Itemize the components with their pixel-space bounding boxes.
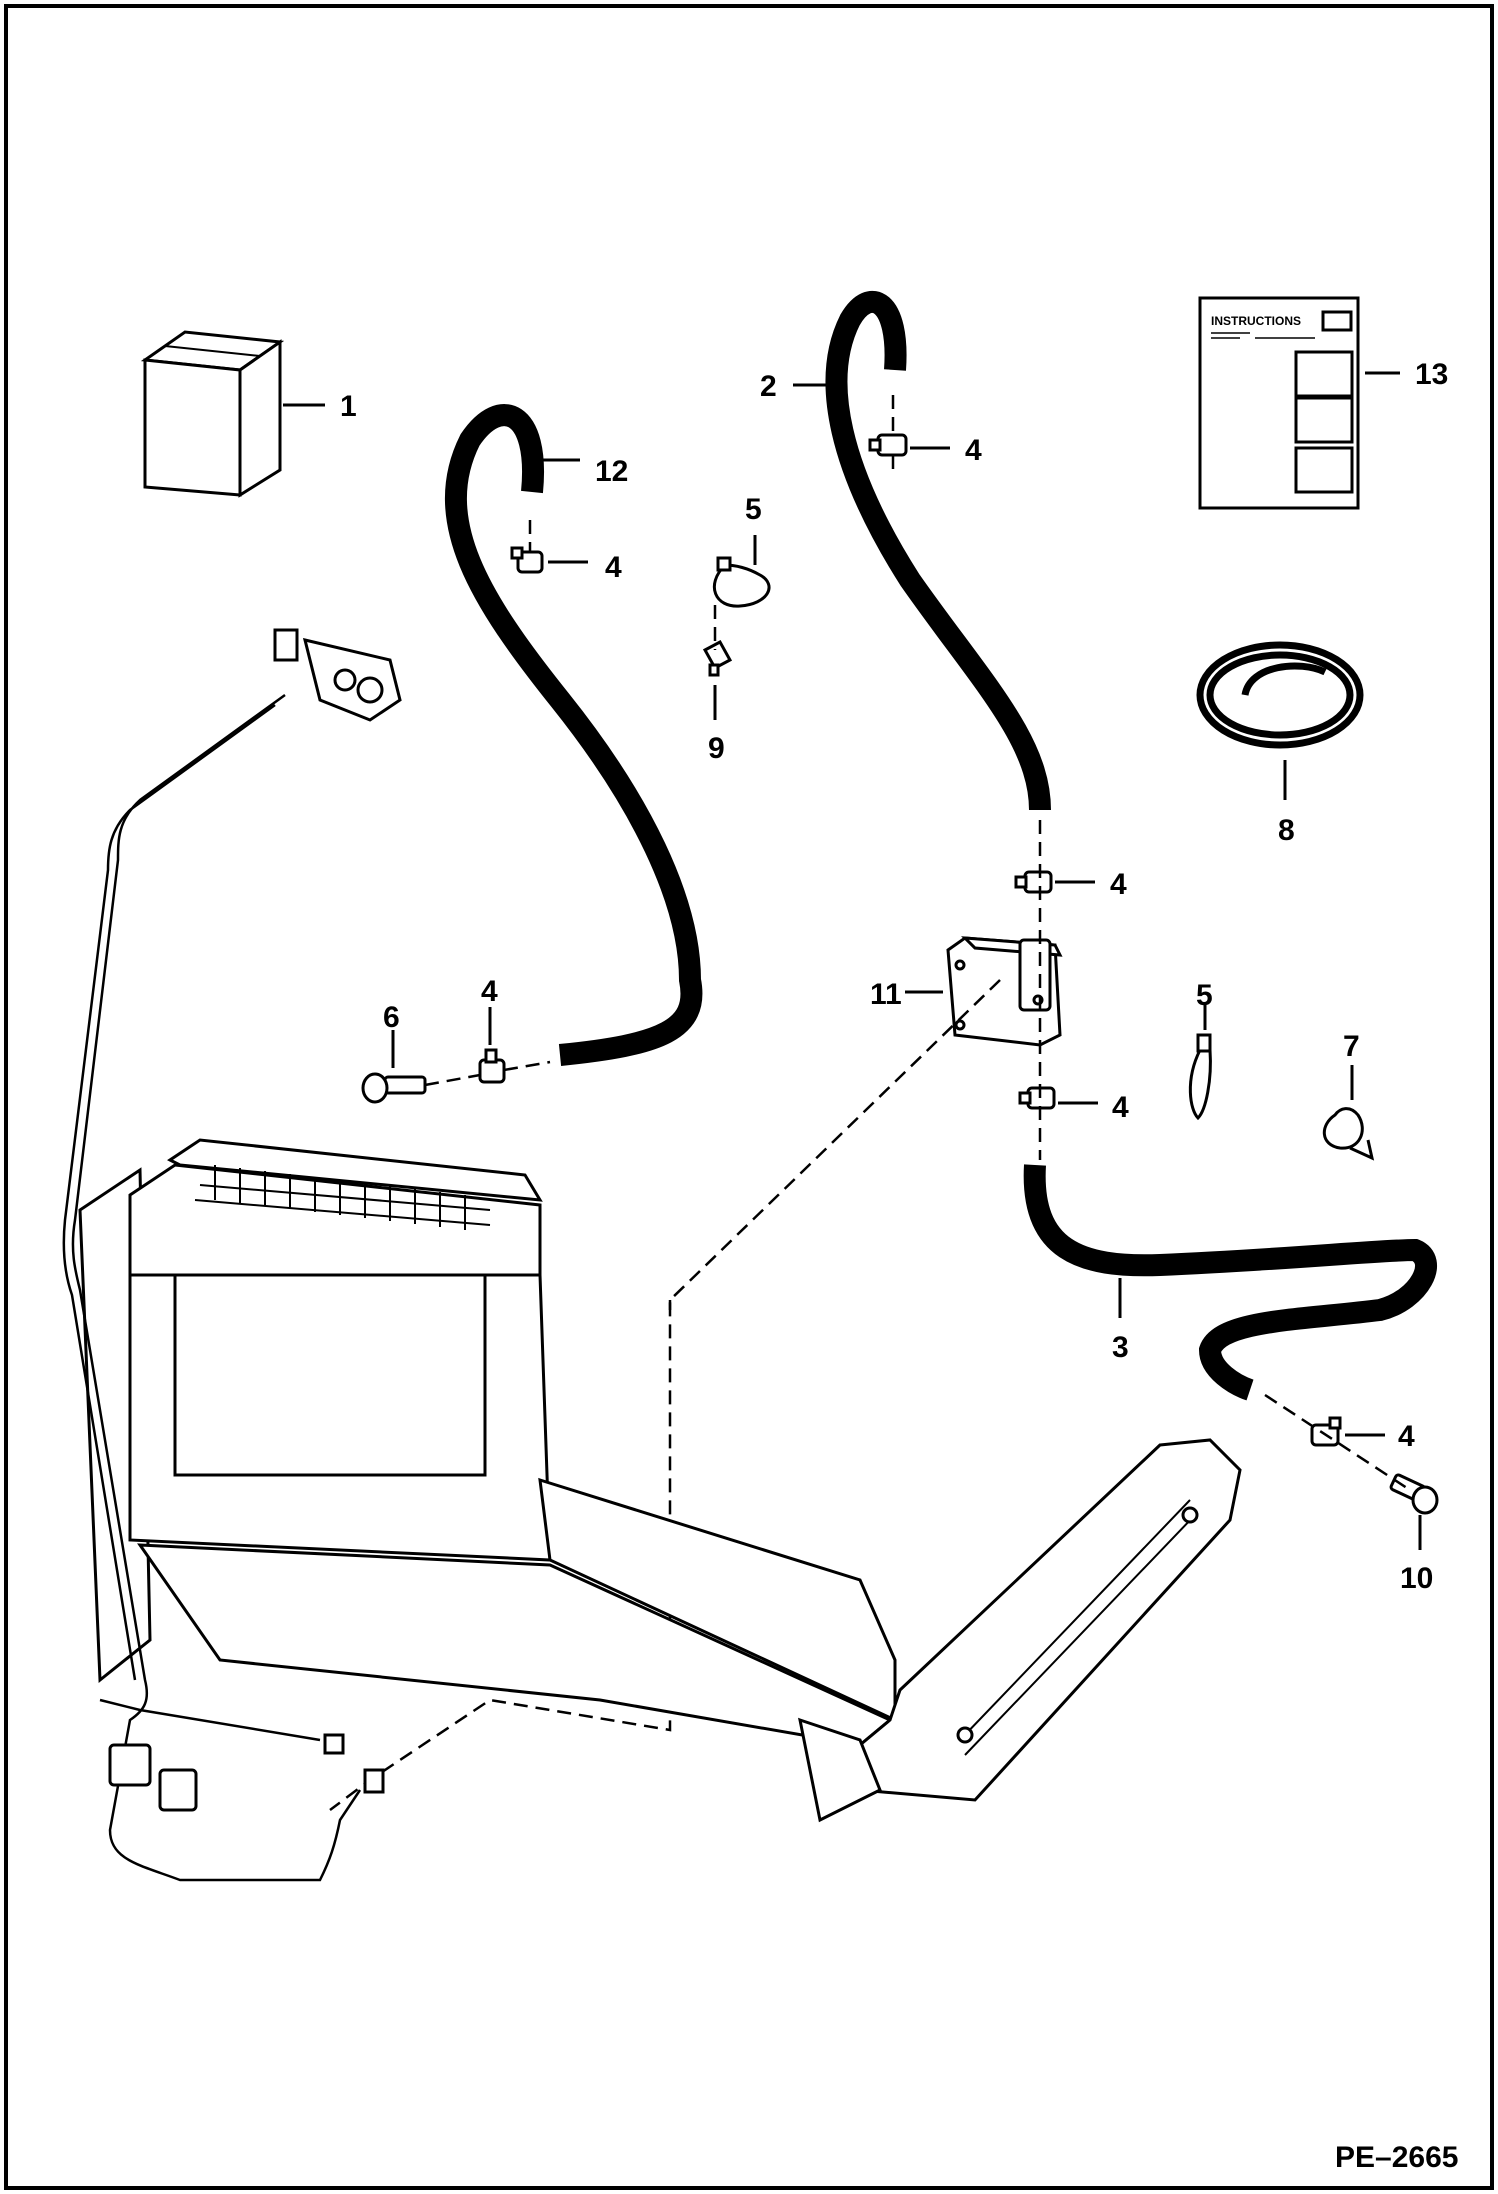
callout-4-d: 4 (1112, 1091, 1129, 1124)
callout-4-b: 4 (605, 551, 622, 584)
part-13-instructions: INSTRUCTIONS (1198, 296, 1360, 510)
document-reference: PE–2665 (1335, 2141, 1458, 2174)
callout-11: 11 (870, 978, 902, 1011)
callout-13: 13 (1415, 358, 1448, 391)
callout-labels: 1 2 12 4 4 5 9 13 8 4 11 5 7 4 6 4 3 4 1… (340, 358, 1448, 1595)
part-4-clamp-c (1014, 870, 1053, 894)
callout-9: 9 (708, 732, 725, 765)
part-12-hose (445, 404, 703, 1066)
callout-4-a: 4 (965, 434, 982, 467)
callout-5-b: 5 (1196, 979, 1213, 1012)
callout-5-a: 5 (745, 493, 762, 526)
callout-4-f: 4 (1398, 1420, 1415, 1453)
page-frame (4, 4, 1494, 2190)
callout-4-e: 4 (481, 975, 498, 1008)
harness-connector-top (273, 628, 402, 722)
harness-connector-bottom (108, 1733, 385, 1812)
part-4-clamp-f (1310, 1416, 1342, 1447)
part-1-box (140, 330, 285, 498)
callout-2: 2 (760, 370, 777, 403)
callout-12: 12 (595, 455, 628, 488)
assembly-dashed-lines (329, 395, 1411, 1811)
part-3-hose (1023, 1164, 1437, 1401)
part-4-clamp-b (510, 546, 544, 574)
callout-1: 1 (340, 390, 357, 423)
part-5-tie-b (1188, 1033, 1212, 1121)
callout-3: 3 (1112, 1331, 1129, 1364)
part-11-bracket (946, 936, 1063, 1047)
wire-harness (62, 693, 362, 1882)
part-10-fitting (1389, 1473, 1439, 1515)
callout-6: 6 (383, 1001, 400, 1034)
callout-10: 10 (1400, 1562, 1433, 1595)
instructions-title: INSTRUCTIONS (1211, 314, 1301, 328)
callout-8: 8 (1278, 814, 1295, 847)
part-4-clamp-e (478, 1048, 506, 1084)
part-9-plug (702, 639, 733, 677)
part-2-hose (825, 291, 1051, 811)
part-4-clamp-a (868, 433, 908, 457)
part-5-tie-a (712, 556, 771, 608)
part-6-fitting (361, 1072, 427, 1104)
machine-frame (78, 1138, 1242, 1823)
part-7-clip (1322, 1107, 1375, 1161)
part-4-clamp-d (1018, 1086, 1056, 1110)
part-8-coil (1196, 641, 1364, 749)
callout-7: 7 (1343, 1030, 1360, 1063)
callout-4-c: 4 (1110, 868, 1127, 901)
